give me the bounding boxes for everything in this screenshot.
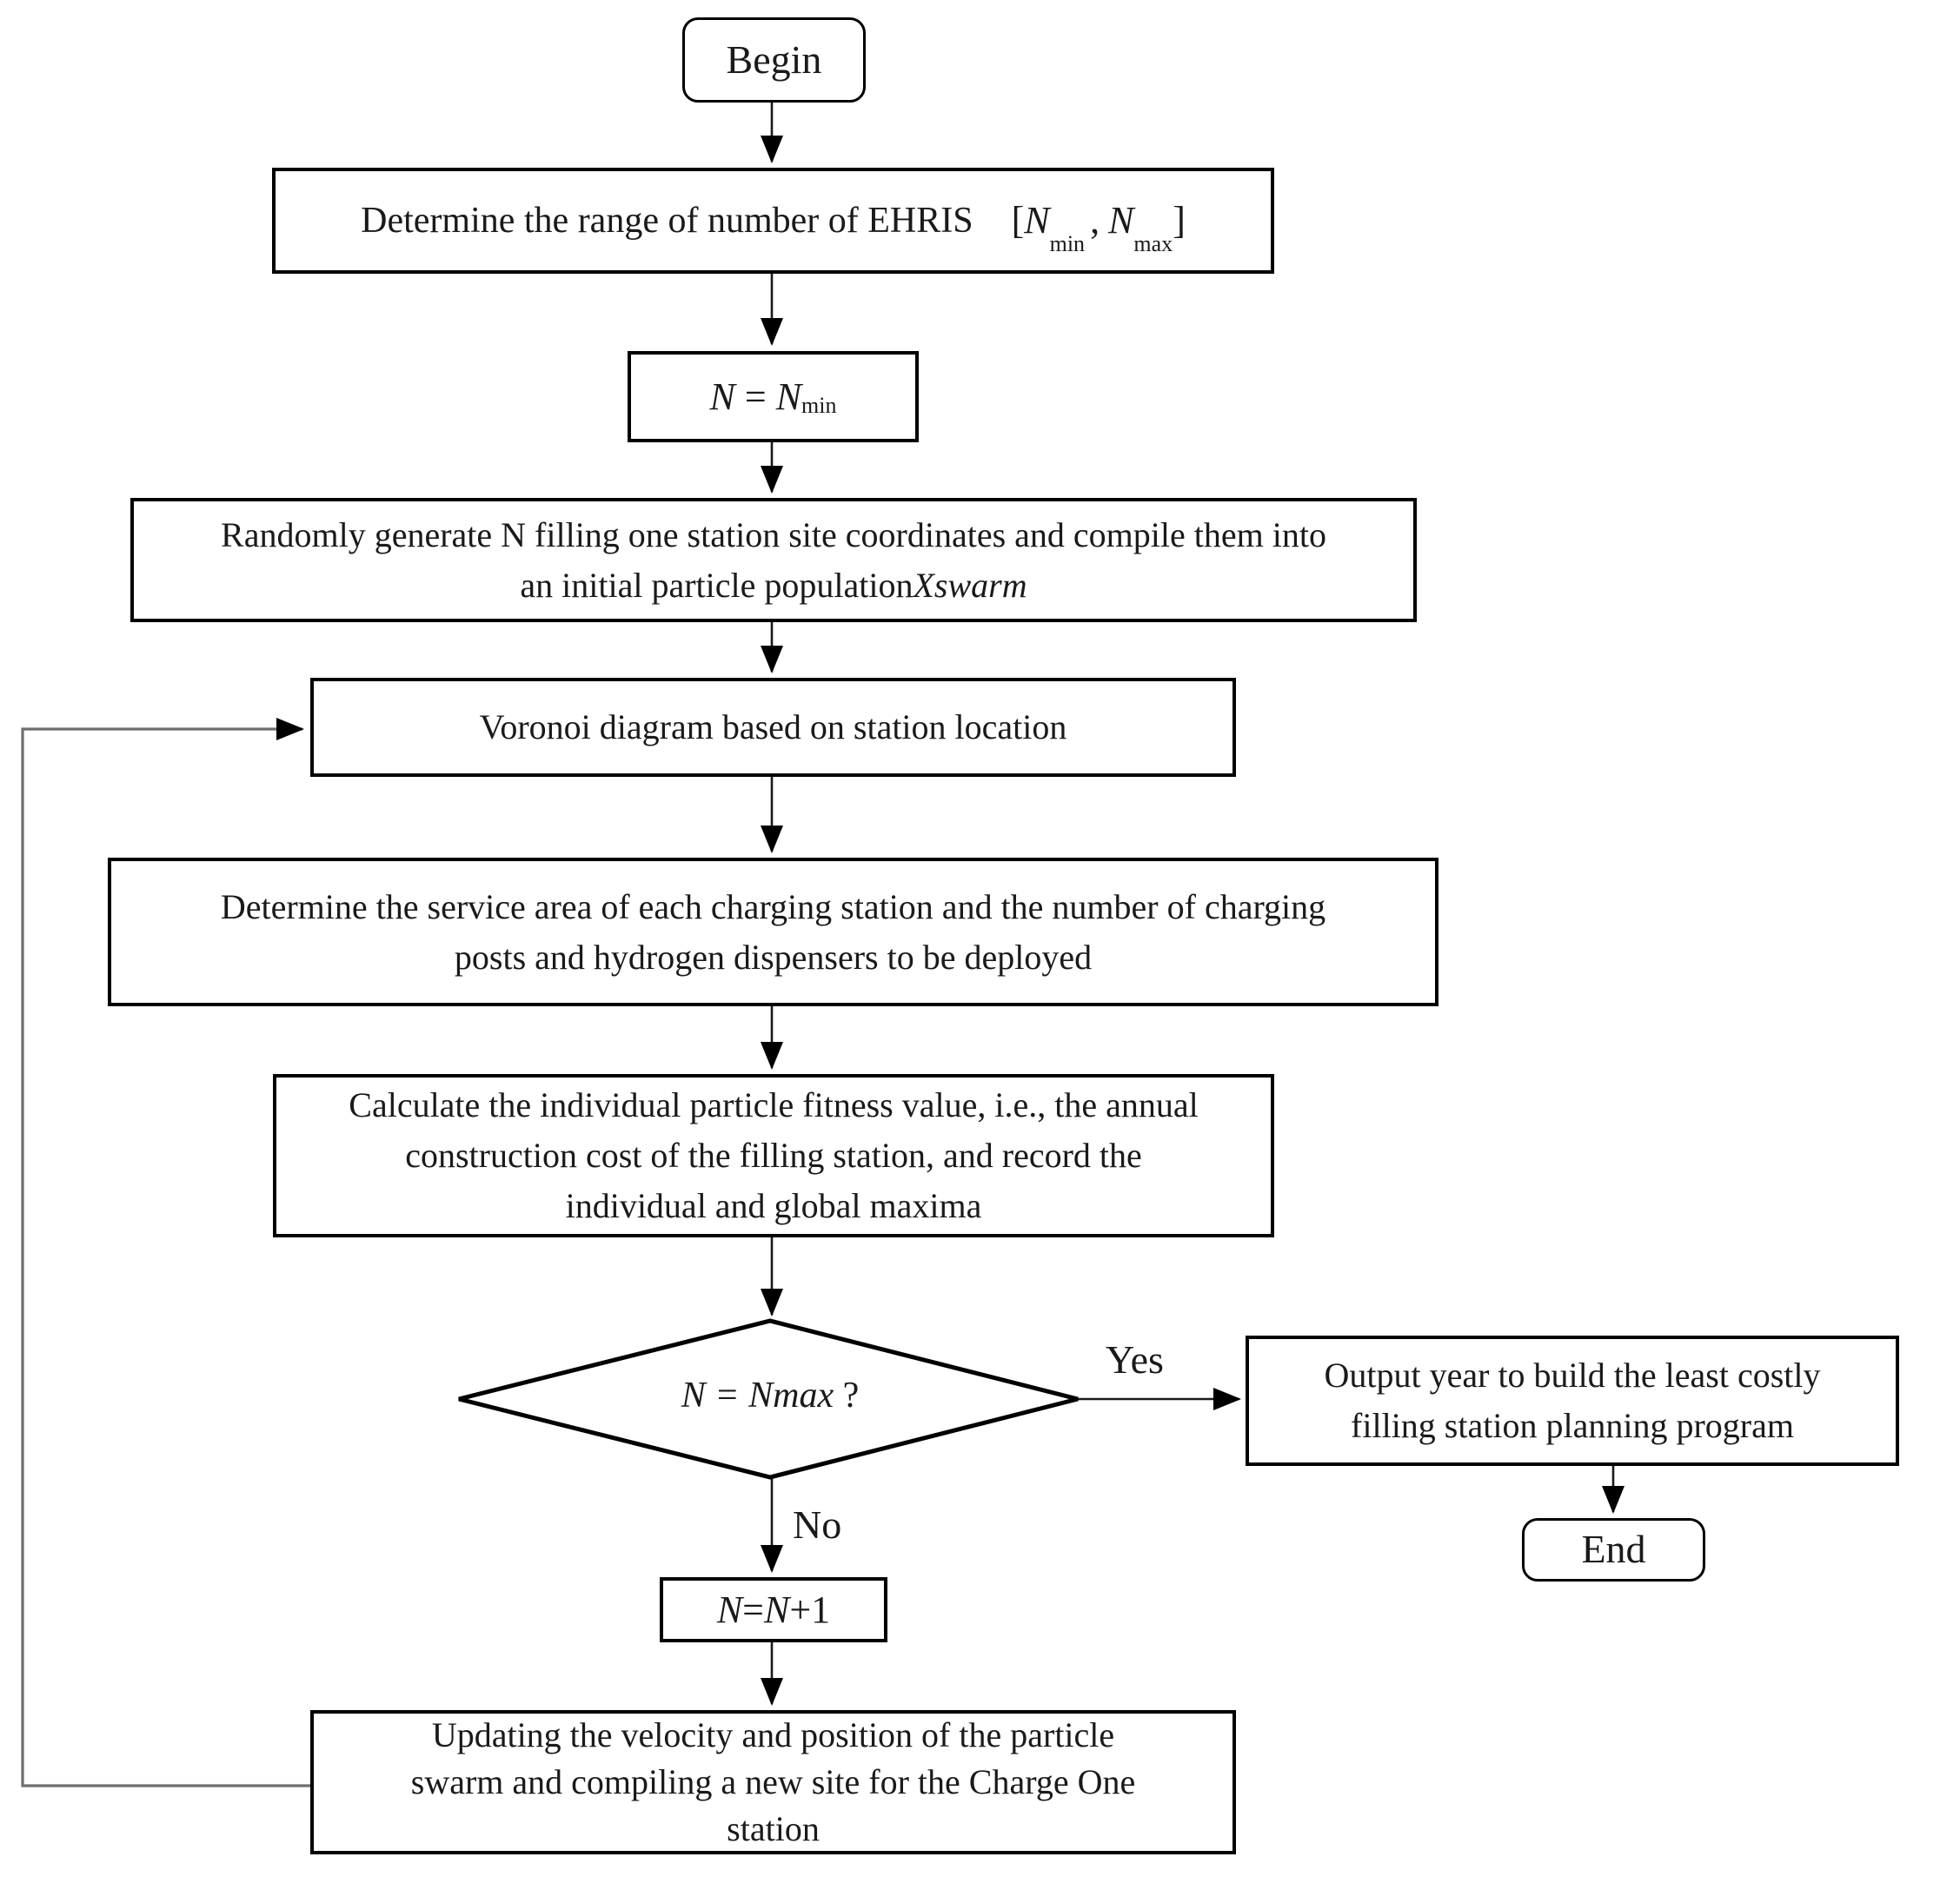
output-line2: filling station planning program: [1351, 1406, 1794, 1445]
n-min-symbol: N: [775, 375, 802, 418]
equals-sign: =: [734, 375, 776, 418]
update-line3: station: [727, 1809, 820, 1848]
n-symbol: N: [764, 1588, 790, 1631]
update-swarm-box: Updating the velocity and position of th…: [310, 1710, 1236, 1854]
n-symbol: N: [716, 1588, 743, 1631]
question-mark: ?: [834, 1376, 860, 1416]
begin-terminator: Begin: [682, 17, 866, 103]
fitness-calc-box: Calculate the individual particle fitnes…: [273, 1074, 1274, 1237]
output-line1: Output year to build the least costly: [1324, 1356, 1821, 1395]
voronoi-label: Voronoi diagram based on station locatio…: [479, 707, 1067, 746]
increment-n-box: N=N+1: [660, 1577, 887, 1642]
range-text: Determine the range of number of EHRIS: [361, 200, 973, 241]
decision-diamond: [458, 1318, 1079, 1480]
interval-comma: ,: [1090, 199, 1100, 242]
generate-line2-text: an initial particle population: [520, 565, 914, 605]
n-min-symbol: N: [1024, 199, 1050, 242]
n-min-subscript: min: [1049, 230, 1086, 256]
end-label: End: [1581, 1527, 1646, 1572]
xswarm-symbol: Xswarm: [913, 565, 1027, 605]
output-result-box: Output year to build the least costly fi…: [1246, 1336, 1899, 1466]
end-terminator: End: [1522, 1518, 1705, 1582]
n-max-symbol: N: [1108, 199, 1134, 242]
decision-text: N = Nmax ?: [553, 1375, 987, 1416]
generate-line1: Randomly generate N filling one station …: [221, 514, 1326, 554]
bracket-close: ]: [1173, 199, 1186, 242]
fitness-line3: individual and global maxima: [565, 1186, 982, 1225]
edge-feedback-loop: [21, 718, 310, 1787]
range-process-box: Determine the range of number of EHRIS […: [272, 168, 1274, 274]
equals-sign: =: [742, 1588, 764, 1631]
service-line2: posts and hydrogen dispensers to be depl…: [454, 937, 1093, 977]
n-max-subscript: max: [1133, 230, 1173, 256]
update-line2: swarm and compiling a new site for the C…: [410, 1762, 1136, 1801]
voronoi-process-box: Voronoi diagram based on station locatio…: [310, 678, 1236, 777]
service-area-box: Determine the service area of each charg…: [108, 858, 1438, 1006]
bracket-open: [: [1011, 199, 1025, 242]
range-interval: [Nmin,Nmax]: [1011, 193, 1186, 255]
generate-line2: an initial particle populationXswarm: [520, 560, 1027, 611]
decision-expression: N = Nmax: [681, 1376, 834, 1416]
plus-one: +1: [789, 1588, 831, 1631]
n-symbol: N: [709, 375, 735, 418]
fitness-line2: construction cost of the filling station…: [405, 1136, 1142, 1175]
yes-branch-label: Yes: [1106, 1337, 1164, 1382]
no-branch-label: No: [793, 1502, 842, 1547]
fitness-line1: Calculate the individual particle fitnes…: [349, 1085, 1199, 1124]
update-line1: Updating the velocity and position of th…: [431, 1715, 1115, 1754]
generate-population-box: Randomly generate N filling one station …: [130, 498, 1417, 622]
service-line1: Determine the service area of each charg…: [220, 886, 1326, 926]
begin-label: Begin: [726, 36, 822, 82]
